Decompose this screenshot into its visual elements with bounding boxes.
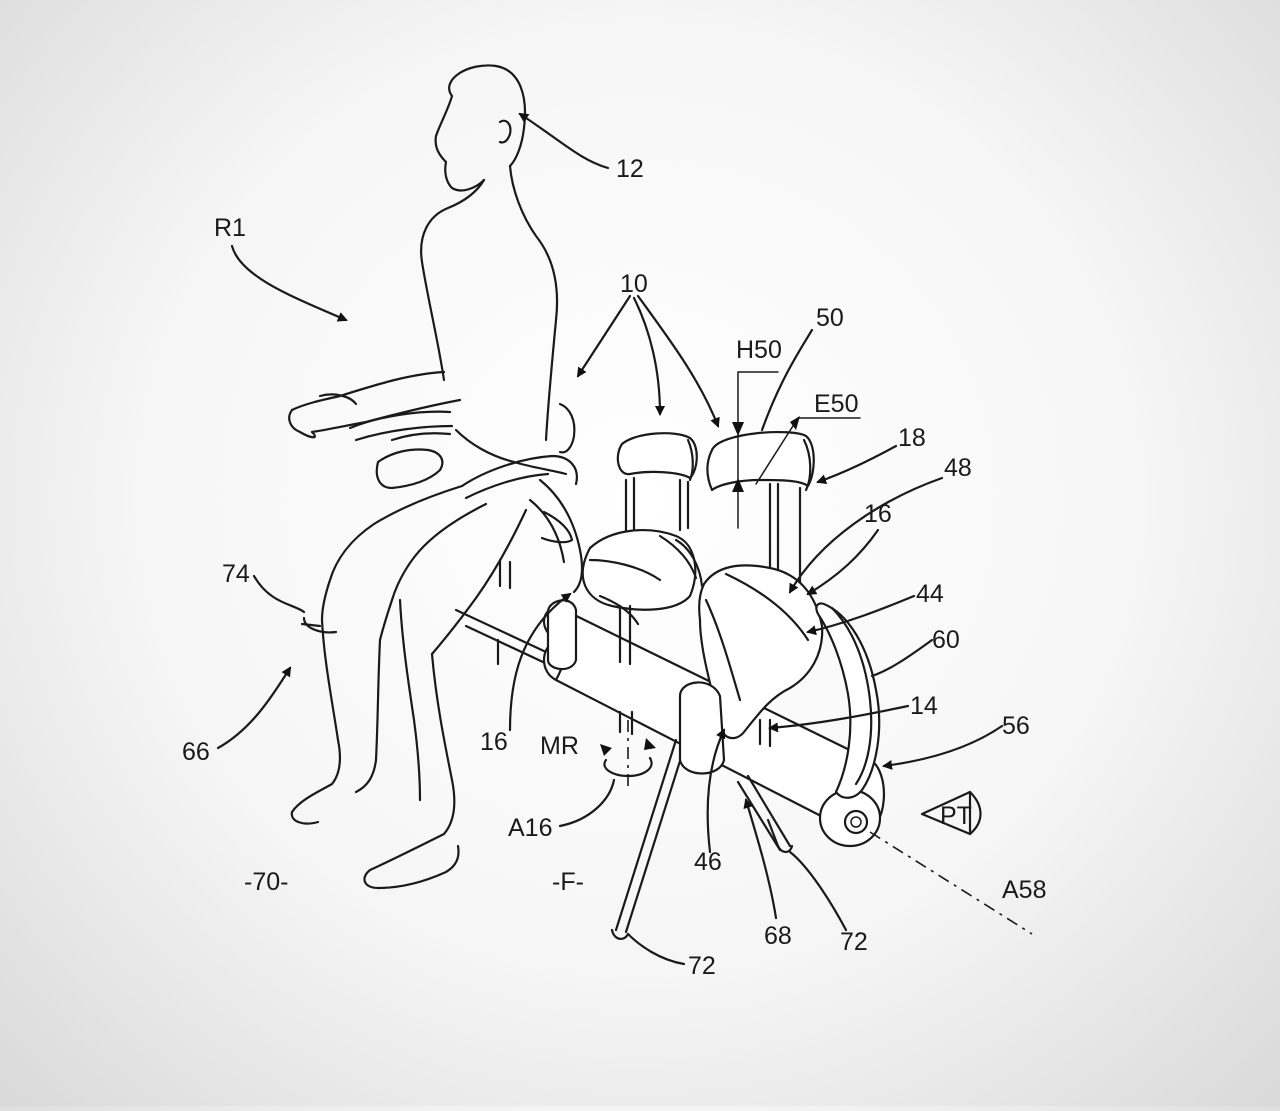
label-68: 68 <box>764 922 792 950</box>
label-a16: A16 <box>508 814 552 842</box>
label-f: -F- <box>552 868 584 896</box>
label-74: 74 <box>222 560 250 588</box>
label-56: 56 <box>1002 712 1030 740</box>
label-h50: H50 <box>736 336 782 364</box>
label-60: 60 <box>932 626 960 654</box>
label-70: -70- <box>244 868 288 896</box>
view-direction-indicator <box>920 790 982 836</box>
label-16-left: 16 <box>480 728 508 756</box>
label-14: 14 <box>910 692 938 720</box>
label-66: 66 <box>182 738 210 766</box>
label-72-a: 72 <box>840 928 868 956</box>
label-72-b: 72 <box>688 952 716 980</box>
reference-labels: 12 R1 10 50 H50 E50 18 48 16 44 60 14 56… <box>182 155 1046 980</box>
label-50: 50 <box>816 304 844 332</box>
middle-seat <box>546 432 704 940</box>
label-18: 18 <box>898 424 926 452</box>
label-pt: PT <box>940 802 972 830</box>
label-16-right: 16 <box>864 500 892 528</box>
label-mr: MR <box>540 732 579 760</box>
label-48: 48 <box>944 454 972 482</box>
label-e50: E50 <box>814 390 858 418</box>
right-seat <box>678 431 881 854</box>
leader-lines <box>216 112 1004 966</box>
label-10: 10 <box>620 270 648 298</box>
rotation-indicator <box>600 738 656 778</box>
dimension-lines <box>732 371 861 529</box>
passenger-figure <box>288 64 584 890</box>
label-44: 44 <box>916 580 944 608</box>
axis-a58 <box>869 831 1033 935</box>
label-a58: A58 <box>1002 876 1046 904</box>
label-r1: R1 <box>214 214 246 242</box>
label-46: 46 <box>694 848 722 876</box>
label-12: 12 <box>616 155 644 183</box>
